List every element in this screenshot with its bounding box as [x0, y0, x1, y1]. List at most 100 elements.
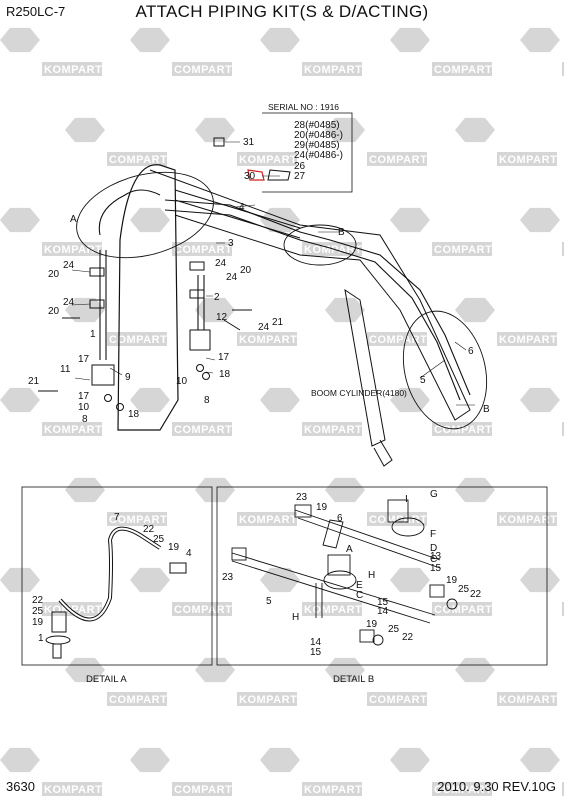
- watermark-text: KOMPART: [239, 154, 297, 166]
- serial-label: SERIAL NO : 1916: [268, 102, 339, 112]
- watermark-logo: [65, 297, 105, 323]
- watermark-text: KOMPART: [239, 514, 297, 526]
- watermark-logo: [130, 27, 170, 53]
- detail-a-label: 1: [38, 633, 44, 644]
- watermark-band: [107, 692, 167, 706]
- callout-20: 20: [240, 265, 252, 276]
- detail-b-label: C: [356, 590, 363, 601]
- watermark-text: KOMPART: [44, 64, 102, 76]
- watermark-band: [42, 62, 102, 76]
- detail-a-label: 19: [32, 617, 44, 628]
- callout-10: 10: [78, 402, 90, 413]
- watermark-logo: [0, 747, 40, 773]
- watermark-logo: [390, 747, 430, 773]
- watermark-logo: [455, 657, 495, 683]
- watermark-text: KOMPART: [239, 334, 297, 346]
- detail-b-label: 19: [316, 502, 328, 513]
- watermark-band: [562, 62, 564, 76]
- watermark-logo: [130, 207, 170, 233]
- watermark-text: KOMPART: [44, 244, 102, 256]
- detail-b-label: D: [430, 543, 437, 554]
- watermark-logo: [65, 117, 105, 143]
- watermark-logo: [195, 297, 235, 323]
- detail-b-label: H: [368, 570, 375, 581]
- watermark-logo: [0, 27, 40, 53]
- detail-b-caption: DETAIL B: [333, 674, 374, 685]
- watermark-text: COMPART: [109, 154, 167, 166]
- model-code: R250LC-7: [6, 4, 66, 19]
- watermark-logo: [0, 387, 40, 413]
- callout-tag-a: A: [70, 214, 77, 225]
- detail-b-label: 15: [310, 647, 322, 658]
- callout-4: 4: [239, 202, 245, 213]
- callout-3: 3: [228, 238, 234, 249]
- watermark-logo: [455, 117, 495, 143]
- detail-a-label: 22: [32, 595, 44, 606]
- watermark-band: [172, 782, 232, 796]
- watermark-band: [367, 692, 427, 706]
- callout-17: 17: [218, 352, 230, 363]
- watermark-band: [302, 782, 362, 796]
- watermark-band: [42, 242, 102, 256]
- watermark-logo: [260, 567, 300, 593]
- watermark-logo: [520, 567, 560, 593]
- watermark-band: [42, 422, 102, 436]
- watermark-logo: [390, 567, 430, 593]
- detail-b-label: H: [292, 612, 299, 623]
- watermark-band: [497, 692, 557, 706]
- watermark-logo: [195, 477, 235, 503]
- callout-18: 18: [219, 369, 231, 380]
- detail-a-label: 25: [153, 534, 165, 545]
- serial-item: 26: [294, 161, 306, 172]
- callout-tag-b: B: [338, 227, 345, 238]
- serial-item: 24(#0486-): [294, 150, 343, 161]
- watermark-text: COMPART: [109, 694, 167, 706]
- watermark-band: [107, 332, 167, 346]
- watermark-band: [562, 242, 564, 256]
- detail-b-label: G: [430, 489, 438, 500]
- callout-24: 24: [226, 272, 238, 283]
- watermark-text: COMPART: [434, 64, 492, 76]
- serial-item: 29(#0485): [294, 140, 340, 151]
- watermark-logo: [260, 747, 300, 773]
- detail-b-label: 25: [388, 624, 400, 635]
- watermark-logo: [195, 657, 235, 683]
- watermark-logo: [455, 297, 495, 323]
- watermark-text: KOMPART: [304, 784, 362, 796]
- watermark-band: [562, 782, 564, 796]
- callout-31: 31: [243, 137, 255, 148]
- watermark-logo: [0, 567, 40, 593]
- detail-b-label: 19: [446, 575, 458, 586]
- watermark-text: COMPART: [174, 64, 232, 76]
- watermark-text: COMPART: [434, 784, 492, 796]
- watermark-logo: [130, 387, 170, 413]
- callout-10: 10: [176, 376, 188, 387]
- callout-1: 1: [90, 329, 96, 340]
- main-assembly: [38, 112, 488, 467]
- detail-b-label: A: [346, 544, 353, 555]
- detail-b-label: 19: [366, 619, 378, 630]
- detail-b-label: C: [430, 554, 437, 565]
- detail-b-label: I: [405, 494, 408, 505]
- callout-8: 8: [204, 395, 210, 406]
- detail-b-label: 22: [470, 589, 482, 600]
- detail-b-label: 13: [430, 551, 442, 562]
- callout-12: 12: [216, 312, 228, 323]
- watermark-logo: [520, 387, 560, 413]
- callout-24: 24: [63, 260, 75, 271]
- callout-20: 20: [48, 306, 60, 317]
- watermark-logo: [325, 117, 365, 143]
- watermark-logo: [325, 657, 365, 683]
- detail-b-label: 15: [430, 563, 442, 574]
- detail-b-label: 25: [458, 584, 470, 595]
- watermark-logo: [390, 387, 430, 413]
- watermark-text: COMPART: [434, 424, 492, 436]
- detail-b-label: 23: [296, 492, 308, 503]
- revision-date: 2010. 9.30 REV.10G: [437, 779, 556, 794]
- watermark-layer: KOMPART COMPART KOMPART COMPART KOMPART COMPA…: [0, 27, 564, 796]
- watermark-text: KOMPART: [304, 244, 362, 256]
- watermark-band: [432, 782, 492, 796]
- watermark-band: [367, 332, 427, 346]
- detail-b-label: 14: [310, 637, 322, 648]
- watermark-logo: [65, 477, 105, 503]
